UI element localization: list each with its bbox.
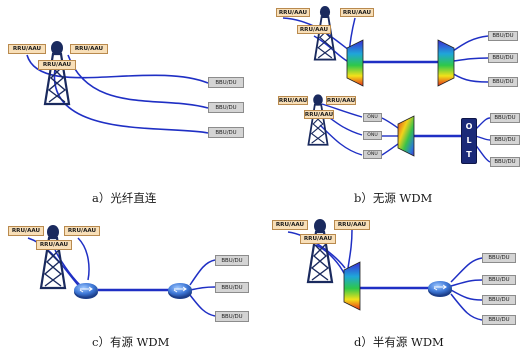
bbu-box: BBU/DU	[208, 77, 244, 88]
tower-icon	[306, 219, 334, 284]
bbu-box: BBU/DU	[215, 282, 249, 293]
rru-box: RRU/AAU	[64, 226, 100, 236]
rru-box: RRU/AAU	[326, 96, 356, 105]
onu-box: ONU	[363, 150, 382, 159]
rru-box: RRU/AAU	[300, 234, 336, 244]
bbu-box: BBU/DU	[482, 295, 516, 305]
tower-icon	[307, 94, 329, 146]
rru-box: RRU/AAU	[8, 226, 44, 236]
panel-a-links	[26, 54, 209, 134]
bbu-box: BBU/DU	[490, 135, 520, 145]
tower-icon	[39, 225, 67, 290]
caption-b: b）无源 WDM	[354, 191, 433, 205]
rru-box: RRU/AAU	[340, 8, 374, 17]
bbu-box: BBU/DU	[208, 102, 244, 113]
wdm-mux-icon	[346, 39, 364, 87]
rru-box: RRU/AAU	[334, 220, 370, 230]
caption-a: a）光纤直连	[92, 191, 157, 205]
wdm-demux-icon	[437, 39, 455, 87]
bbu-box: BBU/DU	[215, 311, 249, 322]
panel-d-links	[287, 229, 483, 321]
onu-box: ONU	[363, 113, 382, 122]
bbu-box: BBU/DU	[488, 53, 518, 63]
bbu-box: BBU/DU	[490, 157, 520, 167]
bbu-box: BBU/DU	[490, 113, 520, 123]
onu-box: ONU	[363, 131, 382, 140]
rru-box: RRU/AAU	[8, 44, 46, 54]
rru-box: RRU/AAU	[304, 110, 334, 119]
rru-box: RRU/AAU	[70, 44, 108, 54]
caption-c: c）有源 WDM	[92, 335, 170, 349]
bbu-box: BBU/DU	[482, 253, 516, 263]
caption-d: d）半有源 WDM	[354, 335, 444, 349]
rru-box: RRU/AAU	[297, 25, 331, 34]
rru-box: RRU/AAU	[36, 240, 72, 250]
tower-icon	[43, 41, 71, 106]
bbu-box: BBU/DU	[482, 315, 516, 325]
wdm-mux-icon	[397, 115, 415, 157]
bbu-box: BBU/DU	[488, 31, 518, 41]
router-icon	[74, 283, 98, 299]
bbu-box: BBU/DU	[208, 127, 244, 138]
router-icon	[168, 283, 192, 299]
rru-box: RRU/AAU	[276, 8, 310, 17]
bbu-box: BBU/DU	[482, 275, 516, 285]
olt-letter: T	[466, 150, 472, 159]
wdm-mux-icon	[343, 261, 361, 311]
olt-box: O L T	[461, 118, 477, 164]
router-icon	[428, 281, 452, 297]
rru-box: RRU/AAU	[278, 96, 308, 105]
rru-box: RRU/AAU	[38, 60, 76, 70]
olt-letter: O	[465, 122, 473, 131]
bbu-box: BBU/DU	[488, 77, 518, 87]
bbu-box: BBU/DU	[215, 255, 249, 266]
rru-box: RRU/AAU	[272, 220, 308, 230]
olt-letter: L	[466, 136, 472, 145]
